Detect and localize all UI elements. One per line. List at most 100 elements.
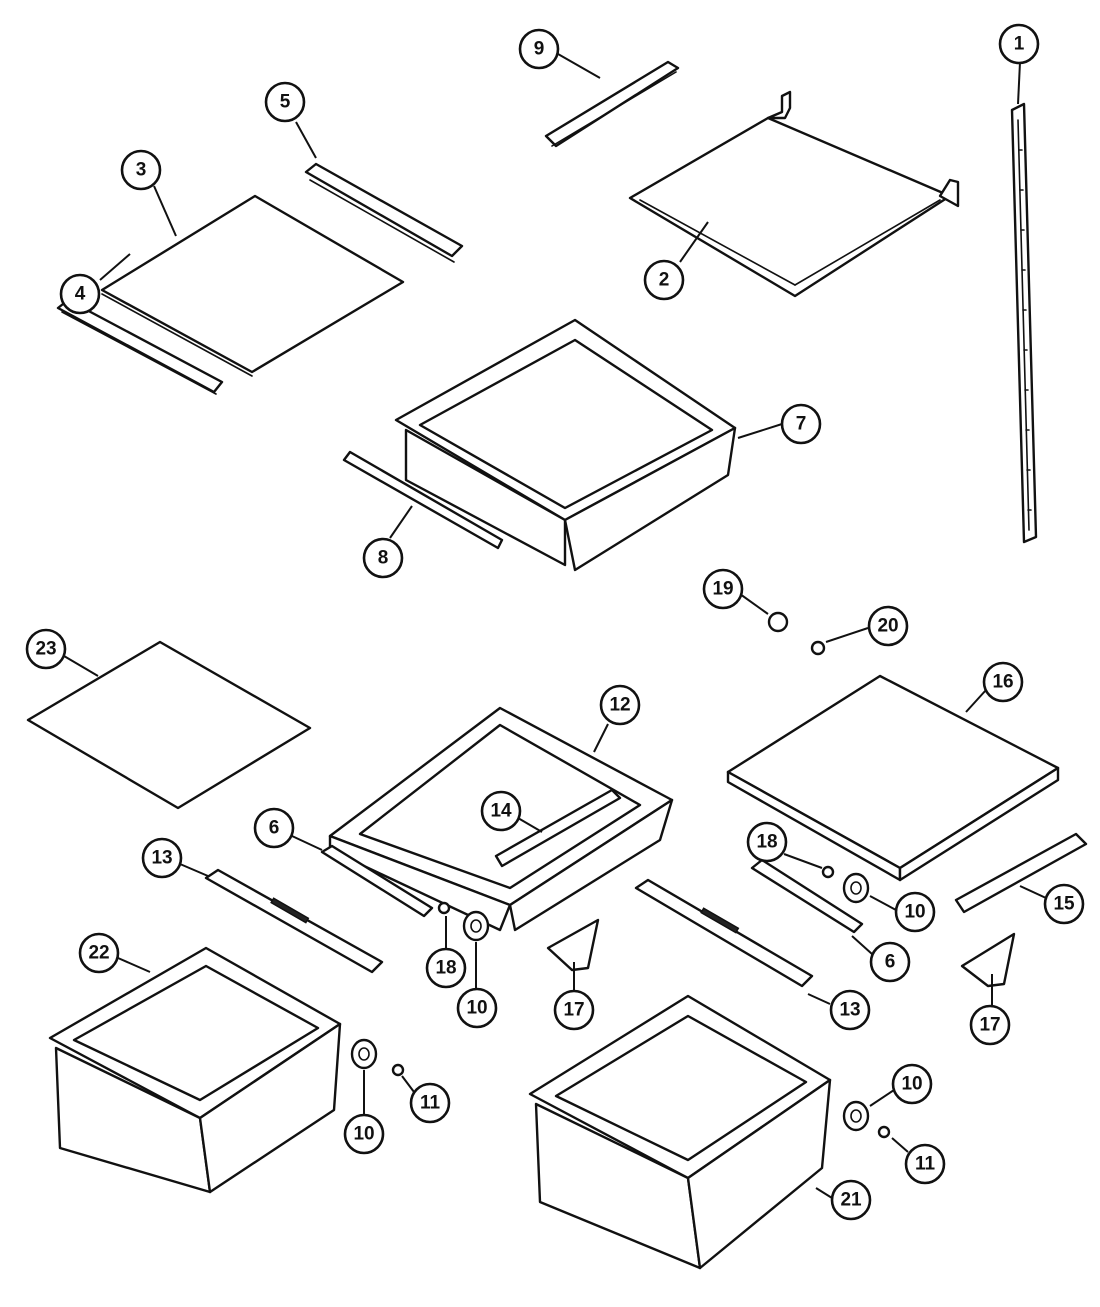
leader-2 bbox=[679, 221, 709, 263]
leader-4 bbox=[99, 253, 131, 281]
svg-text:10: 10 bbox=[901, 1074, 922, 1095]
callout-5: 5 bbox=[264, 81, 306, 123]
svg-text:17: 17 bbox=[979, 1015, 1000, 1036]
leader-6a bbox=[291, 835, 323, 851]
callout-14: 14 bbox=[480, 790, 522, 832]
part-10-roller-right bbox=[842, 872, 870, 904]
svg-text:9: 9 bbox=[534, 39, 545, 60]
part-23-glass-shelf bbox=[26, 640, 312, 810]
leader-21 bbox=[815, 1187, 833, 1199]
callout-22: 22 bbox=[78, 932, 120, 974]
leader-23 bbox=[63, 655, 99, 677]
svg-text:11: 11 bbox=[420, 1093, 441, 1114]
svg-text:19: 19 bbox=[712, 579, 733, 600]
callout-11a: 11 bbox=[409, 1082, 451, 1124]
svg-text:4: 4 bbox=[75, 284, 86, 305]
part-17-bracket-mid bbox=[546, 918, 600, 972]
callout-13a: 13 bbox=[141, 837, 183, 879]
callout-18a: 18 bbox=[425, 947, 467, 989]
part-10-roller-lower-right bbox=[842, 1100, 870, 1132]
part-13-slide-left bbox=[204, 868, 384, 974]
leader-13a bbox=[179, 863, 209, 877]
callout-18b: 18 bbox=[746, 821, 788, 863]
svg-text:13: 13 bbox=[151, 848, 172, 869]
part-6-slide-left bbox=[320, 844, 434, 918]
callout-1: 1 bbox=[998, 23, 1040, 65]
svg-text:10: 10 bbox=[904, 902, 925, 923]
callout-3: 3 bbox=[120, 149, 162, 191]
leader-19 bbox=[739, 593, 769, 615]
part-3-glass-shelf bbox=[100, 194, 405, 377]
callout-17b: 17 bbox=[969, 1004, 1011, 1046]
svg-text:18: 18 bbox=[435, 958, 456, 979]
svg-text:7: 7 bbox=[796, 414, 807, 435]
part-17-bracket-right bbox=[960, 932, 1016, 988]
svg-text:23: 23 bbox=[35, 639, 56, 660]
part-11-screw-right bbox=[877, 1125, 891, 1139]
leader-1 bbox=[1017, 61, 1021, 105]
svg-text:14: 14 bbox=[490, 801, 512, 822]
callout-11b: 11 bbox=[904, 1143, 946, 1185]
leader-5 bbox=[295, 121, 317, 159]
part-2-cantilever-shelf bbox=[628, 90, 960, 298]
leader-11a bbox=[401, 1075, 415, 1093]
callout-6b: 6 bbox=[869, 941, 911, 983]
callout-6a: 6 bbox=[253, 807, 295, 849]
part-22-drawer bbox=[48, 946, 342, 1194]
callout-16: 16 bbox=[982, 661, 1024, 703]
leader-11b bbox=[891, 1137, 909, 1153]
part-7-crisper-drawer bbox=[394, 318, 737, 572]
leader-10b bbox=[869, 895, 897, 911]
callout-4: 4 bbox=[59, 273, 101, 315]
svg-text:2: 2 bbox=[659, 270, 670, 291]
part-6-slide-right bbox=[750, 858, 864, 934]
callout-20: 20 bbox=[867, 605, 909, 647]
callout-9: 9 bbox=[518, 28, 560, 70]
callout-10d: 10 bbox=[891, 1063, 933, 1105]
callout-7: 7 bbox=[780, 403, 822, 445]
leader-20 bbox=[825, 627, 869, 643]
svg-text:18: 18 bbox=[756, 832, 777, 853]
callout-13b: 13 bbox=[829, 989, 871, 1031]
svg-text:13: 13 bbox=[839, 1000, 860, 1021]
svg-text:17: 17 bbox=[563, 1000, 584, 1021]
part-18-nut-left bbox=[437, 901, 451, 915]
part-16-shelf bbox=[726, 674, 1060, 882]
callout-21: 21 bbox=[830, 1179, 872, 1221]
part-10-roller-lower-left bbox=[350, 1038, 378, 1070]
svg-text:8: 8 bbox=[378, 548, 389, 569]
callout-8: 8 bbox=[362, 537, 404, 579]
leader-16 bbox=[965, 689, 987, 713]
leader-9 bbox=[557, 53, 601, 79]
part-11-screw-left bbox=[391, 1063, 405, 1077]
part-19-cap bbox=[767, 611, 789, 633]
svg-text:12: 12 bbox=[609, 695, 630, 716]
part-1-vertical-rail bbox=[1010, 102, 1038, 544]
svg-text:20: 20 bbox=[877, 616, 898, 637]
svg-text:10: 10 bbox=[466, 998, 487, 1019]
callout-15: 15 bbox=[1043, 883, 1085, 925]
svg-text:1: 1 bbox=[1014, 34, 1025, 55]
leader-3 bbox=[153, 185, 177, 237]
leader-6b bbox=[851, 935, 873, 955]
svg-text:11: 11 bbox=[915, 1154, 936, 1175]
svg-text:22: 22 bbox=[88, 943, 109, 964]
callout-19: 19 bbox=[702, 568, 744, 610]
leader-lines bbox=[63, 53, 1047, 1199]
part-13-slide-right bbox=[634, 878, 814, 988]
leader-18b bbox=[783, 853, 823, 869]
leader-8 bbox=[389, 505, 413, 539]
leader-12 bbox=[593, 723, 609, 753]
svg-text:16: 16 bbox=[992, 672, 1013, 693]
part-21-drawer bbox=[528, 994, 832, 1270]
part-8-drawer-trim bbox=[342, 450, 504, 550]
leader-13b bbox=[807, 993, 831, 1005]
callout-10c: 10 bbox=[343, 1113, 385, 1155]
part-9-small-rail bbox=[544, 60, 680, 148]
svg-text:10: 10 bbox=[353, 1124, 374, 1145]
svg-text:21: 21 bbox=[840, 1190, 862, 1211]
callout-2: 2 bbox=[643, 259, 685, 301]
leader-15 bbox=[1019, 885, 1047, 899]
leader-14 bbox=[517, 817, 543, 833]
